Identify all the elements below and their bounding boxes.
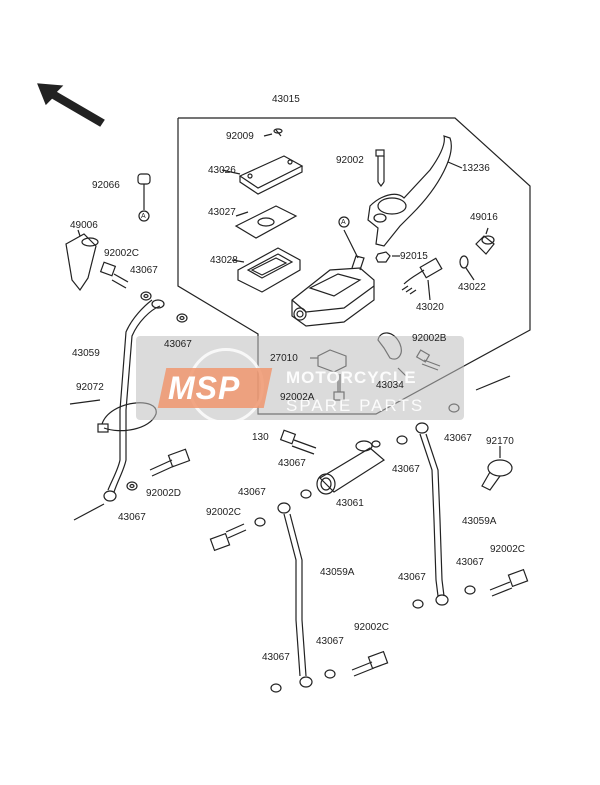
- ref-mark-a-grommet-text: A: [141, 213, 146, 220]
- part-label-43034: 43034: [376, 380, 404, 391]
- washer-43067-joint-left: [300, 489, 312, 499]
- brake-lever-13236: [367, 135, 463, 247]
- part-label-92009: 92009: [226, 131, 254, 142]
- part-label-92002c-left: 92002C: [206, 507, 242, 518]
- washer-43067-bottom-left: [270, 683, 282, 693]
- washer-43067-joint-right: [396, 435, 408, 445]
- washer-43067-right-bottom: [412, 599, 424, 609]
- washer-43067-left: [126, 481, 138, 491]
- part-label-43061: 43061: [336, 498, 364, 509]
- banjo-bolt-92002c-upper: [99, 261, 129, 289]
- part-label-43026: 43026: [208, 165, 236, 176]
- banjo-bolt-92002c-bottom: [351, 650, 389, 677]
- part-label-43067-f: 43067: [238, 487, 266, 498]
- part-label-92002a: 92002A: [280, 392, 315, 403]
- part-label-43067-d: 43067: [278, 458, 306, 469]
- grommet-92066: [137, 173, 151, 210]
- part-label-92002: 92002: [336, 155, 364, 166]
- part-label-92015: 92015: [400, 251, 428, 262]
- part-label-92066: 92066: [92, 180, 120, 191]
- clamp-92170: [481, 446, 513, 491]
- piston-43020: [401, 257, 443, 301]
- brake-hose-43059: [103, 299, 165, 502]
- master-cylinder-body: [291, 229, 375, 327]
- ref-mark-a-body: [338, 216, 350, 228]
- part-label-43067-i: 43067: [398, 572, 426, 583]
- part-label-43028: 43028: [210, 255, 238, 266]
- washer-43067-upper: [140, 291, 152, 301]
- part-label-43067-g: 43067: [118, 512, 146, 523]
- part-label-43067-c: 43067: [444, 433, 472, 444]
- part-label-92072: 92072: [76, 382, 104, 393]
- part-label-13236: 13236: [462, 163, 490, 174]
- part-label-27010: 27010: [270, 353, 298, 364]
- part-label-43027: 43027: [208, 207, 236, 218]
- bolt-92002: [375, 149, 385, 187]
- banjo-bolt-92002c-right: [489, 568, 529, 597]
- part-label-92170: 92170: [486, 436, 514, 447]
- part-label-43067-e: 43067: [392, 464, 420, 475]
- part-label-130: 130: [252, 432, 269, 443]
- brake-hose-43059a-middle: [277, 502, 313, 688]
- cap-49016: [475, 227, 495, 255]
- part-label-92002d: 92002D: [146, 488, 182, 499]
- ref-mark-a-grommet: [138, 210, 150, 222]
- part-label-43067-b: 43067: [164, 339, 192, 350]
- nut-92015: [375, 251, 400, 263]
- part-label-43067-a: 43067: [130, 265, 158, 276]
- part-label-92002c-right: 92002C: [490, 544, 526, 555]
- part-label-92002c-upper: 92002C: [104, 248, 140, 259]
- washer-43067-bottom-mid: [324, 669, 336, 679]
- part-label-43067-h: 43067: [456, 557, 484, 568]
- screw-92009: [263, 128, 283, 137]
- part-label-43067-k: 43067: [262, 652, 290, 663]
- front-direction-arrow: [37, 83, 105, 127]
- boot-43022: [459, 255, 475, 281]
- washer-43067-right-mid: [464, 585, 476, 595]
- bolt-130: [279, 429, 317, 455]
- reservoir-cap-43026: [221, 155, 304, 195]
- part-label-43020: 43020: [416, 302, 444, 313]
- watermark-text-line2: SPARE PARTS: [286, 396, 425, 415]
- part-label-43022: 43022: [458, 282, 486, 293]
- washer-43067-mid: [176, 313, 188, 323]
- part-label-92002c-bottom: 92002C: [354, 622, 390, 633]
- watermark-logo: MSP: [168, 370, 241, 406]
- banjo-bolt-92002c-left: [209, 523, 247, 552]
- ref-mark-a-body-text: A: [341, 219, 346, 226]
- part-label-43059a-middle: 43059A: [320, 567, 355, 578]
- part-label-43067-j: 43067: [316, 636, 344, 647]
- hose-joint-43061: [316, 440, 386, 495]
- part-label-92002b: 92002B: [412, 333, 447, 344]
- diaphragm-43028: [231, 247, 301, 293]
- watermark-text-line1: MOTORCYCLE: [286, 368, 417, 387]
- brake-hose-43059a-right: [415, 422, 449, 606]
- part-label-43015: 43015: [272, 94, 300, 105]
- washer-43067-lower-left: [254, 517, 266, 527]
- part-label-43059: 43059: [72, 348, 100, 359]
- part-label-43059a-right: 43059A: [462, 516, 497, 527]
- cover-49006: [65, 229, 99, 292]
- bolt-92002d: [149, 448, 191, 477]
- plate-43027: [234, 205, 298, 239]
- part-label-49016: 49016: [470, 212, 498, 223]
- part-label-49006: 49006: [70, 220, 98, 231]
